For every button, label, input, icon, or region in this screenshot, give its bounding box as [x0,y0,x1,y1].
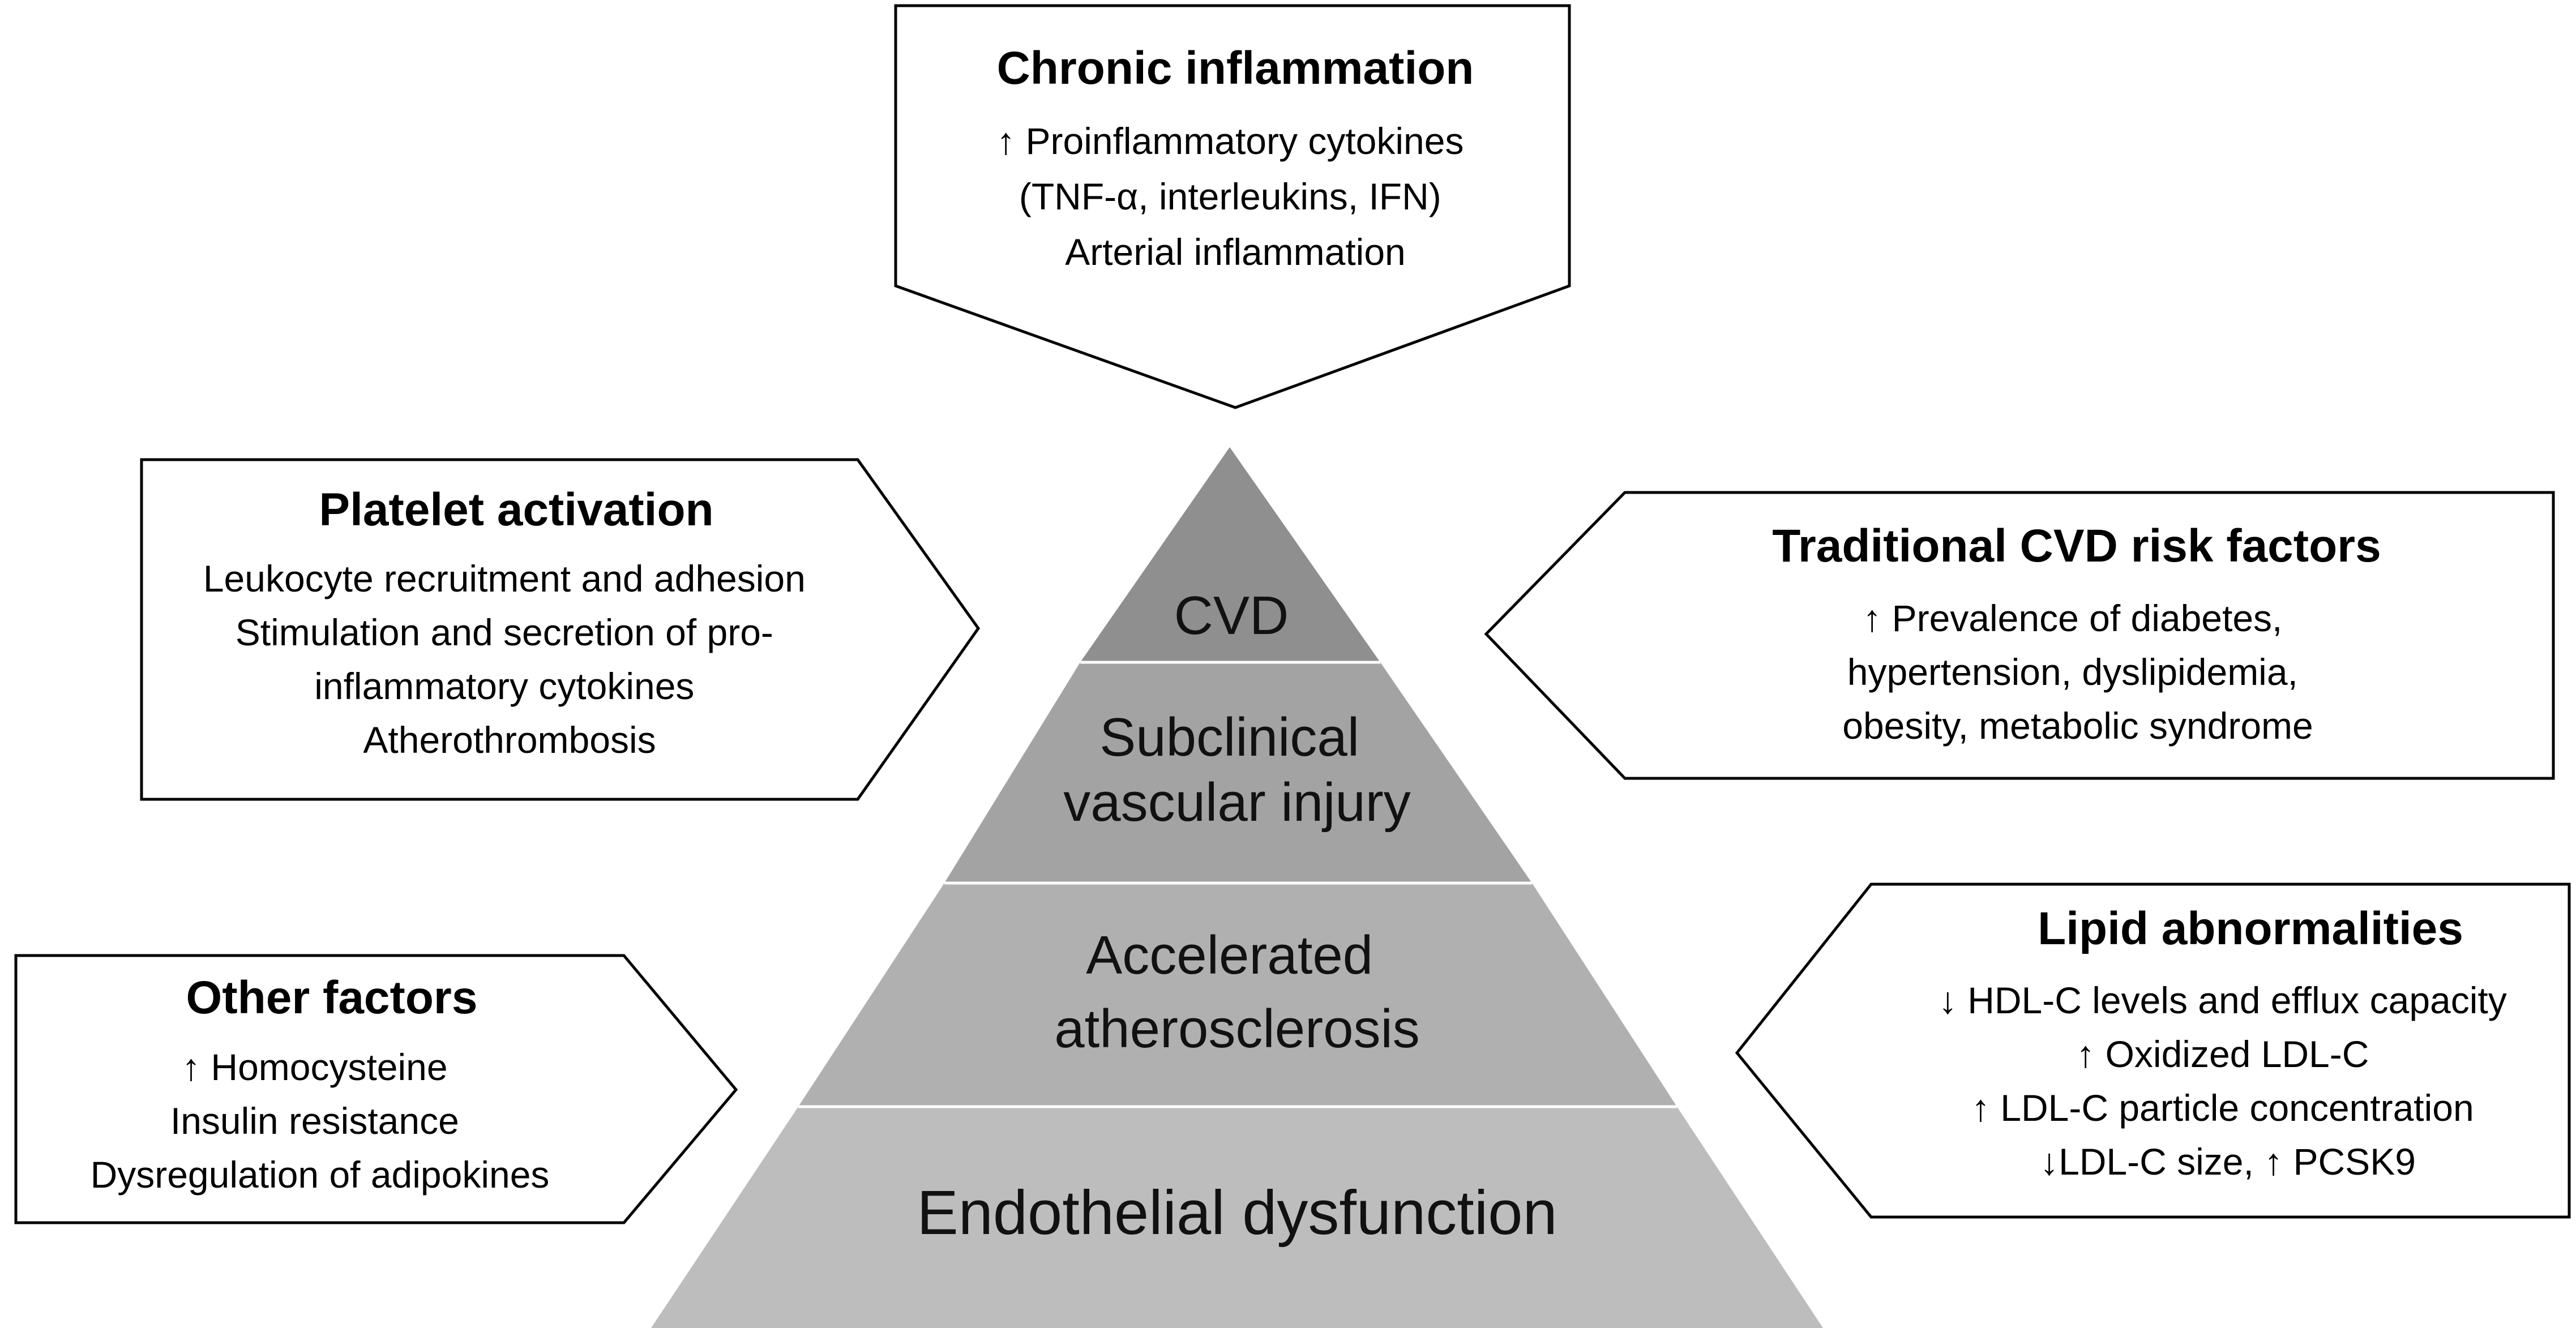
callout-traditional-cvd-risk-factors: Traditional CVD risk factors ↑ Prevalenc… [1484,491,2555,780]
callout-box [1484,491,2555,780]
tier-label-atherosclerosis: Accelerated atherosclerosis [1054,925,1420,1059]
callout-title: Platelet activation [319,484,713,536]
callout-title: Lipid abnormalities [2038,903,2463,954]
callout-body: ↑ Prevalence of diabetes, hypertension, … [1842,597,2313,747]
callout-title: Chronic inflammation [997,42,1474,94]
callout-box [1735,883,2571,1219]
callout-title: Other factors [186,972,478,1023]
callout-lipid-abnormalities: Lipid abnormalities ↓ HDL-C levels and e… [1735,883,2571,1219]
pyramid-tier-endothelial [651,1107,1823,1328]
callout-chronic-inflammation: Chronic inflammation ↑ Proinflammatory c… [894,4,1571,409]
callout-box [14,954,738,1224]
pyramid-tier-subclinical [944,662,1532,883]
callout-body: ↑ Homocysteine Insulin resistance Dysreg… [91,1046,550,1196]
callout-body: Leukocyte recruitment and adhesion Stimu… [203,558,816,761]
callout-title: Traditional CVD risk factors [1772,520,2381,572]
callout-platelet-activation: Platelet activation Leukocyte recruitmen… [140,458,981,801]
tier-label-subclinical: Subclinical vascular injury [1063,707,1411,833]
pyramid: CVD Subclinical vascular injury Accelera… [651,447,1823,1328]
tier-label-endothelial: Endothelial dysfunction [917,1178,1557,1248]
callout-box [894,4,1571,409]
pyramid-tier-cvd [1080,447,1380,662]
callout-body: ↓ HDL-C levels and efflux capacity ↑ Oxi… [1939,979,2517,1183]
callout-other-factors: Other factors ↑ Homocysteine Insulin res… [14,954,738,1224]
callout-box [140,458,981,801]
pyramid-tier-atherosclerosis [798,883,1677,1107]
tier-label-cvd: CVD [1174,585,1289,646]
callout-body: ↑ Proinflammatory cytokines (TNF-α, inte… [996,120,1474,273]
